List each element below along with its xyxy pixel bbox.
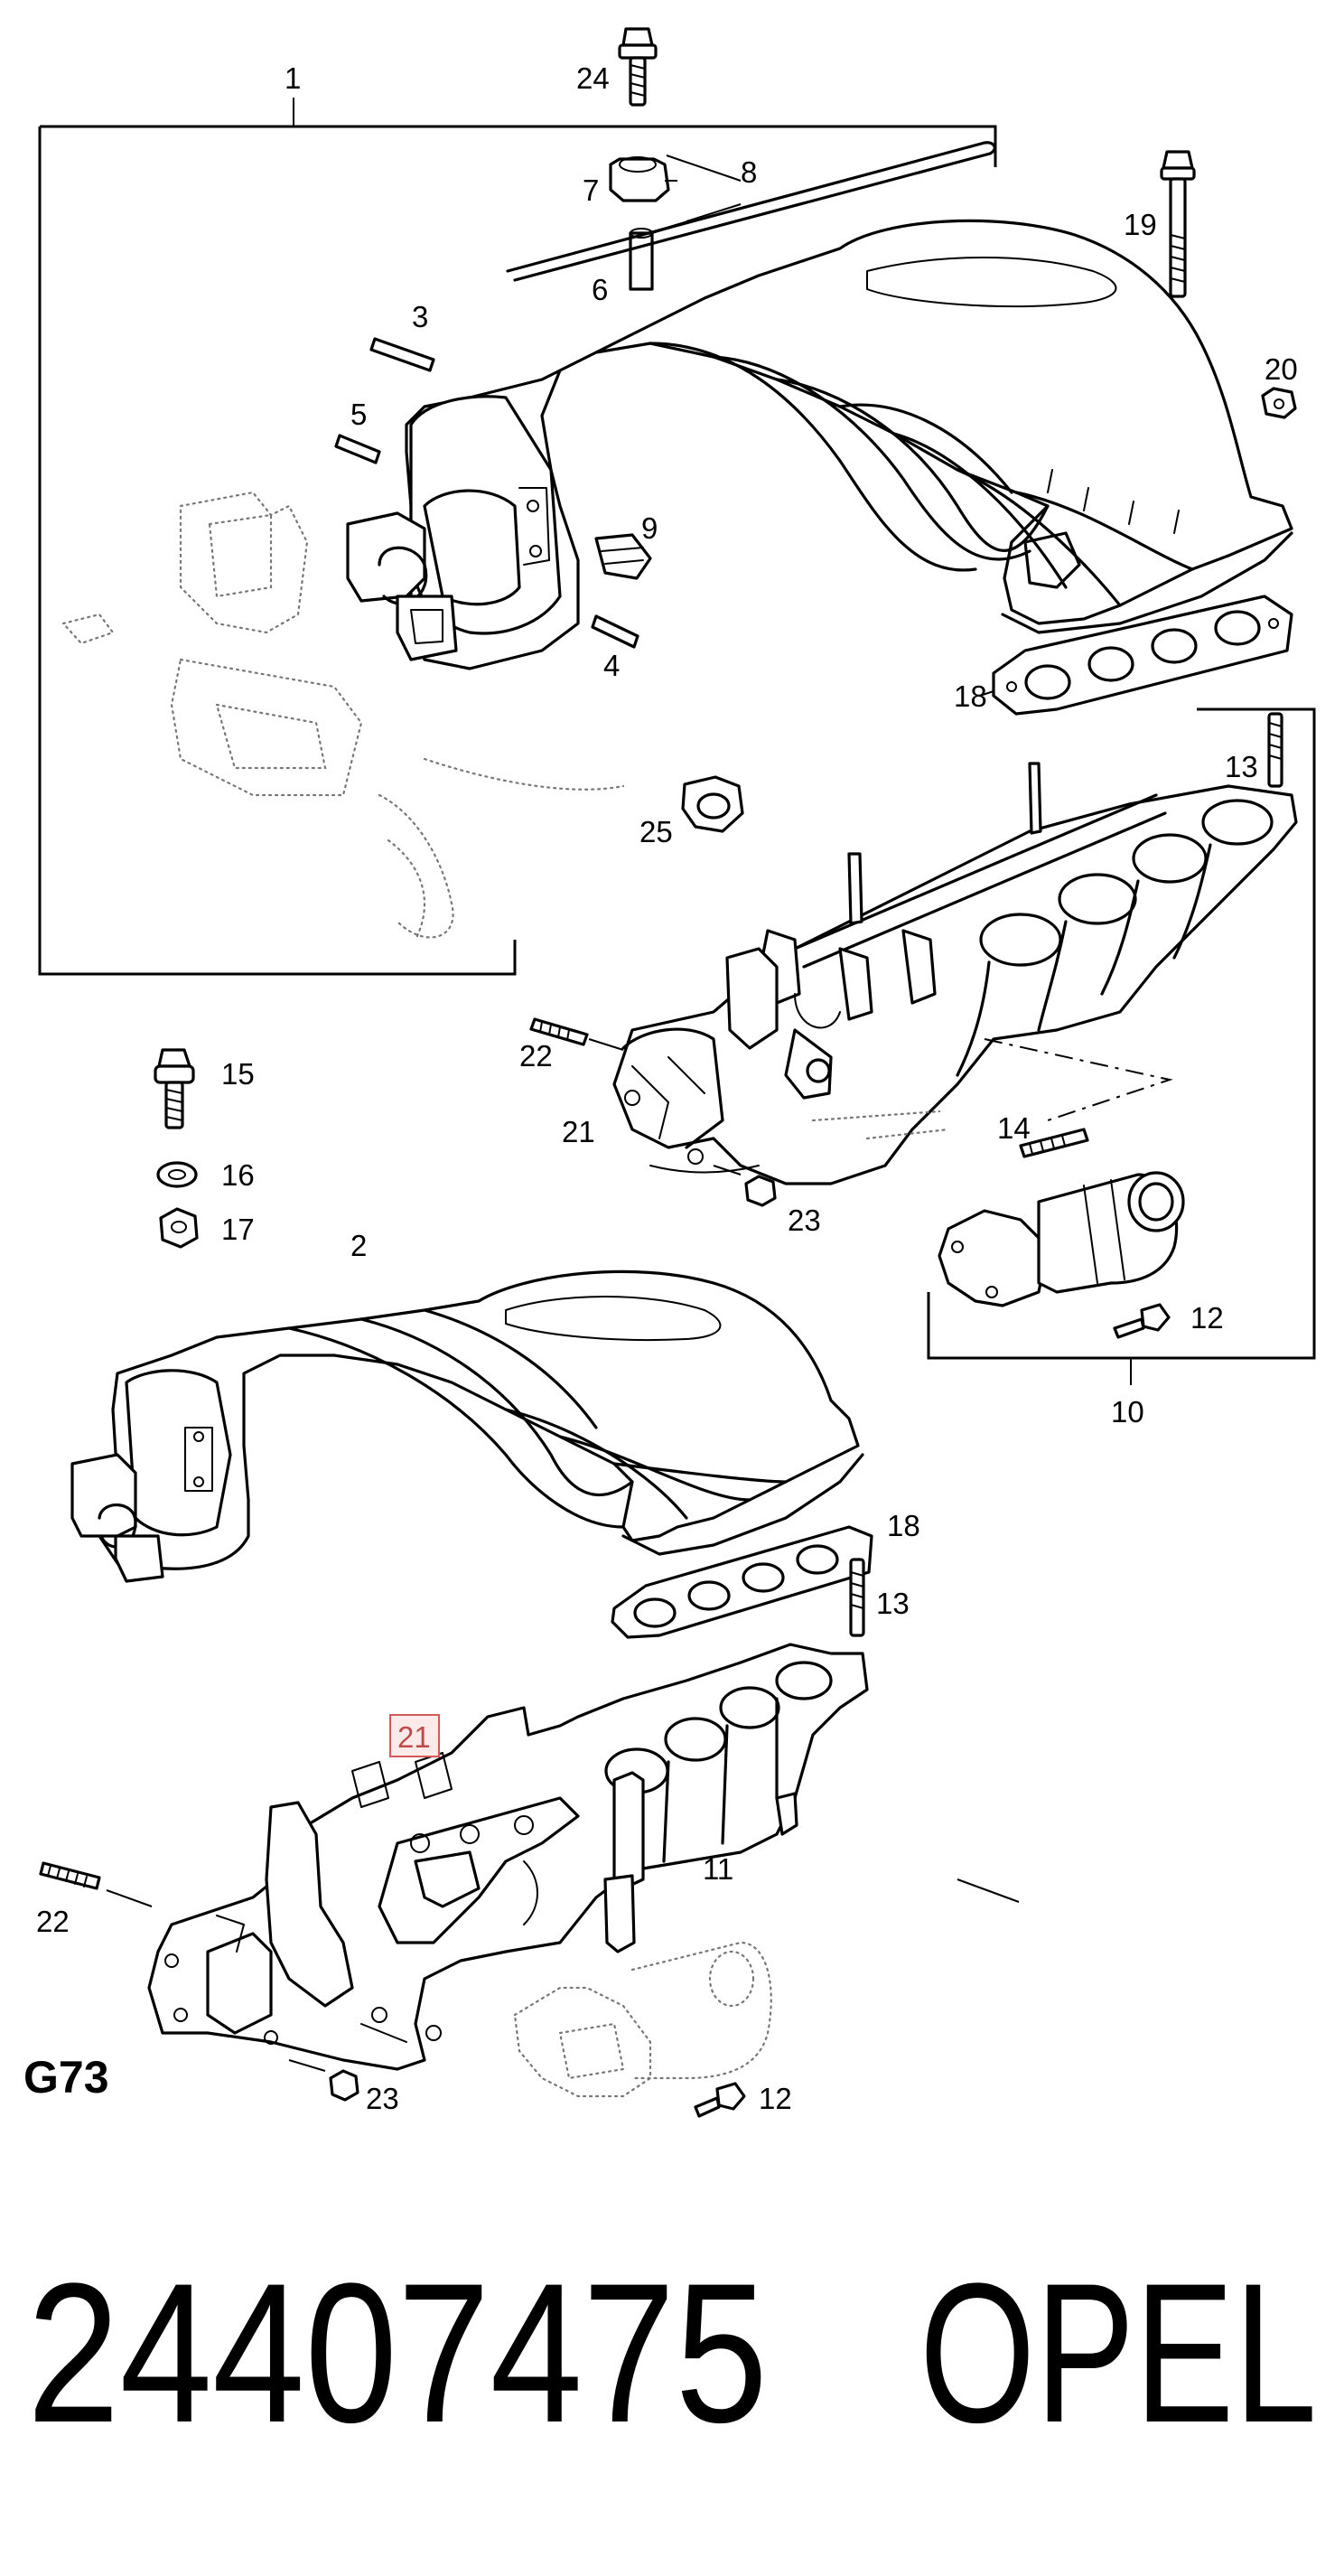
callout-6[interactable]: 6 (592, 273, 608, 306)
callout-8[interactable]: 8 (741, 155, 757, 189)
upper-intake-manifold-2 (70, 1269, 864, 1583)
callout-4[interactable]: 4 (603, 649, 620, 682)
screw-12-bottom (694, 2082, 746, 2118)
callout-20[interactable]: 20 (1265, 352, 1298, 386)
callout-2[interactable]: 2 (350, 1229, 367, 1262)
egr-valve (938, 1171, 1185, 1307)
callout-21-mid[interactable]: 21 (562, 1115, 595, 1148)
callout-21-highlighted[interactable]: 21 (397, 1720, 431, 1754)
callout-12-bottom[interactable]: 12 (759, 2082, 792, 2115)
callout-3[interactable]: 3 (412, 300, 428, 333)
figure-code: G73 (23, 2052, 109, 2103)
callout-13-mid[interactable]: 13 (1225, 750, 1258, 783)
callout-23-bottom[interactable]: 23 (366, 2082, 399, 2115)
callout-22-mid[interactable]: 22 (519, 1039, 553, 1073)
callout-19[interactable]: 19 (1124, 208, 1157, 241)
stud-14 (1019, 1128, 1089, 1158)
stud-22-mid (529, 1017, 624, 1051)
fasteners-15-16-17 (154, 1048, 199, 1249)
lower-manifold-fuel-rail (612, 712, 1298, 1185)
callout-21-highlight-box (389, 1714, 440, 1757)
callout-18-bottom[interactable]: 18 (887, 1509, 920, 1542)
lower-intake-manifold-11 (147, 1643, 869, 2071)
callout-11[interactable]: 11 (703, 1852, 733, 1886)
assembly-10-frame (927, 707, 1316, 1385)
part-number: 24407475 (27, 2242, 768, 2464)
nut-23-bottom (288, 2059, 359, 2102)
small-parts-top (334, 27, 1297, 833)
callout-12-mid[interactable]: 12 (1190, 1301, 1224, 1335)
ghost-egr-bottom (513, 1941, 772, 2098)
callout-18-top[interactable]: 18 (954, 679, 987, 713)
stud-13-bottom (849, 1558, 865, 1637)
upper-intake-manifold-top (346, 219, 1293, 670)
callout-9[interactable]: 9 (641, 511, 658, 545)
callout-22-bottom[interactable]: 22 (36, 1905, 70, 1938)
callout-labels: 1 24 7 8 6 19 3 20 5 9 4 18 13 25 15 22 … (36, 61, 1298, 2115)
callout-23-mid[interactable]: 23 (788, 1204, 821, 1237)
callout-13-bottom[interactable]: 13 (876, 1587, 910, 1620)
gasket-18-bottom (611, 1525, 873, 1639)
callout-17[interactable]: 17 (221, 1213, 255, 1246)
assembly-1-frame (38, 98, 997, 976)
callout-25[interactable]: 25 (639, 815, 673, 848)
callout-7[interactable]: 7 (583, 173, 599, 207)
callout-14[interactable]: 14 (997, 1111, 1031, 1145)
brand-name: OPEL (919, 2242, 1317, 2464)
callout-5[interactable]: 5 (350, 398, 367, 431)
callout-15[interactable]: 15 (221, 1057, 255, 1091)
callout-24[interactable]: 24 (576, 61, 610, 95)
callout-10[interactable]: 10 (1111, 1395, 1144, 1429)
gasket-18-top (992, 595, 1293, 716)
ghost-sensor-assembly-top (61, 491, 625, 941)
callout-1[interactable]: 1 (285, 61, 301, 95)
callout-16[interactable]: 16 (221, 1158, 255, 1192)
screw-12-mid (1113, 1303, 1171, 1339)
nut-23-mid (713, 1165, 777, 1207)
stud-22-bottom (39, 1861, 153, 1907)
leader-lines (665, 155, 1020, 1903)
